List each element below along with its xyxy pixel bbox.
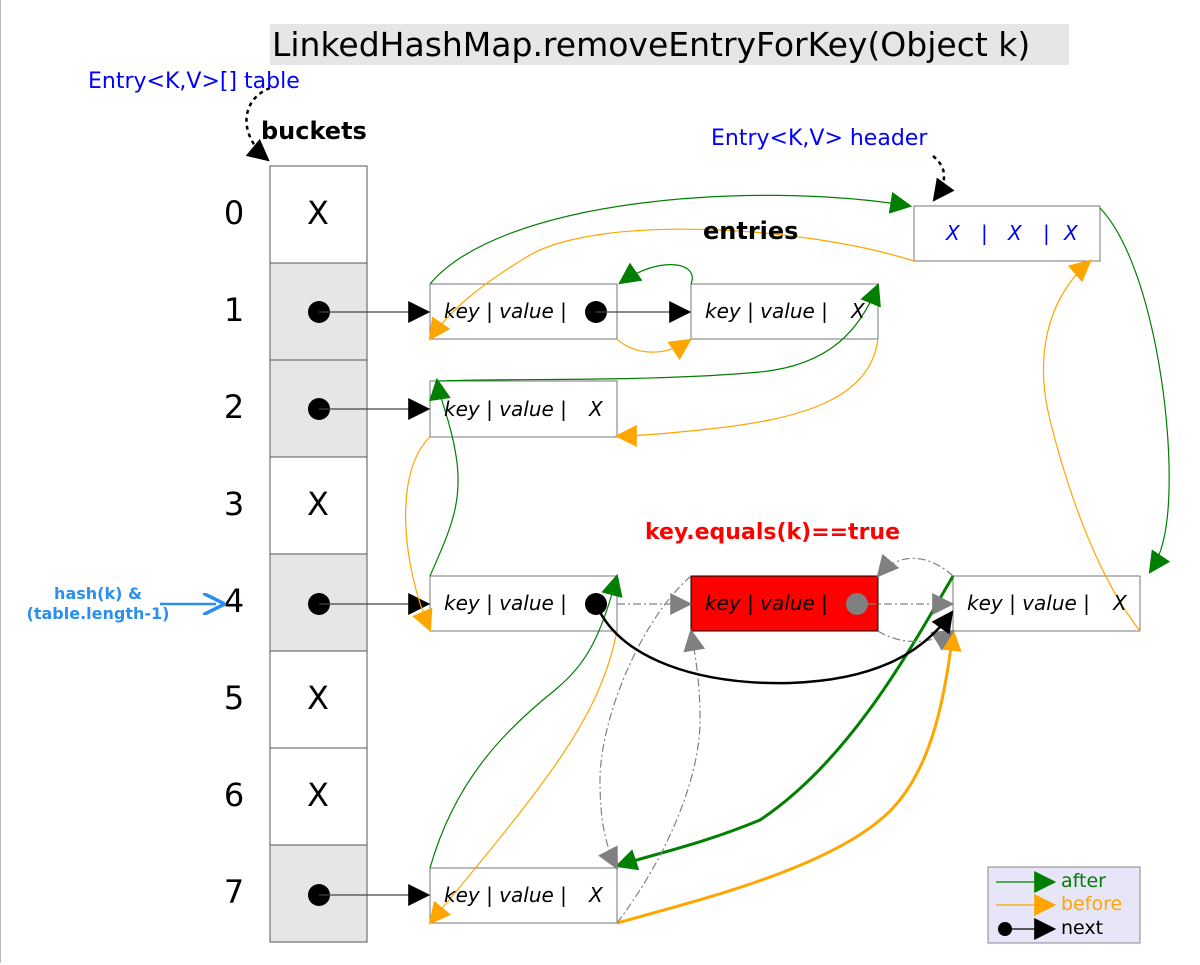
header-label: Entry<K,V> header — [711, 126, 928, 151]
bucket-6-null: X — [307, 776, 329, 814]
hash-label-line1: hash(k) & — [54, 584, 142, 603]
legend-after: after — [1061, 870, 1106, 892]
entry-1b-text: key | value | — [705, 299, 828, 323]
header-sep-1: | — [981, 221, 988, 245]
index-4: 4 — [223, 582, 245, 620]
bucket-array — [269, 165, 368, 943]
bucket-next-pointers — [308, 301, 431, 906]
header-before-cell: X — [946, 221, 960, 245]
index-6: 6 — [223, 776, 245, 814]
entry-2-box — [429, 380, 618, 438]
entry-7-null: X — [589, 883, 603, 907]
bucket-0-null: X — [307, 194, 329, 232]
index-5: 5 — [223, 679, 245, 717]
removed-entry-text: key | value | — [705, 591, 828, 615]
index-7: 7 — [223, 873, 245, 911]
index-2: 2 — [223, 388, 245, 426]
table-label: Entry<K,V>[] table — [88, 69, 300, 94]
buckets-label: buckets — [261, 117, 367, 145]
bucket-5-null: X — [307, 679, 329, 717]
bucket-3-null: X — [307, 485, 329, 523]
entries-label: entries — [703, 217, 799, 245]
entry-1b-null: X — [851, 299, 865, 323]
removed-entry-next-dot — [846, 593, 868, 615]
entry-4c-null: X — [1113, 591, 1127, 615]
index-1: 1 — [223, 291, 245, 329]
hash-label: hash(k) & (table.length-1) — [12, 584, 184, 624]
header-after-cell: X — [1064, 221, 1078, 245]
legend — [987, 866, 1141, 944]
header-entry-box — [913, 205, 1101, 262]
index-0: 0 — [223, 194, 245, 232]
entry-2-null: X — [589, 397, 603, 421]
entry-7-box — [429, 867, 618, 924]
entry-4a-text: key | value | — [444, 591, 567, 615]
hash-label-line2: (table.length-1) — [26, 604, 170, 623]
index-3: 3 — [223, 485, 245, 523]
entry-7-text: key | value | — [444, 883, 567, 907]
header-middle-cell: X — [1008, 221, 1022, 245]
entry-4c-text: key | value | — [967, 591, 1090, 615]
header-sep-2: | — [1043, 221, 1050, 245]
legend-next: next — [1061, 917, 1104, 939]
entry-1a-text: key | value | — [444, 299, 567, 323]
entry-2-text: key | value | — [444, 397, 567, 421]
condition-label: key.equals(k)==true — [645, 520, 901, 545]
page-title: LinkedHashMap.removeEntryForKey(Object k… — [270, 24, 1069, 65]
legend-before: before — [1061, 893, 1123, 915]
